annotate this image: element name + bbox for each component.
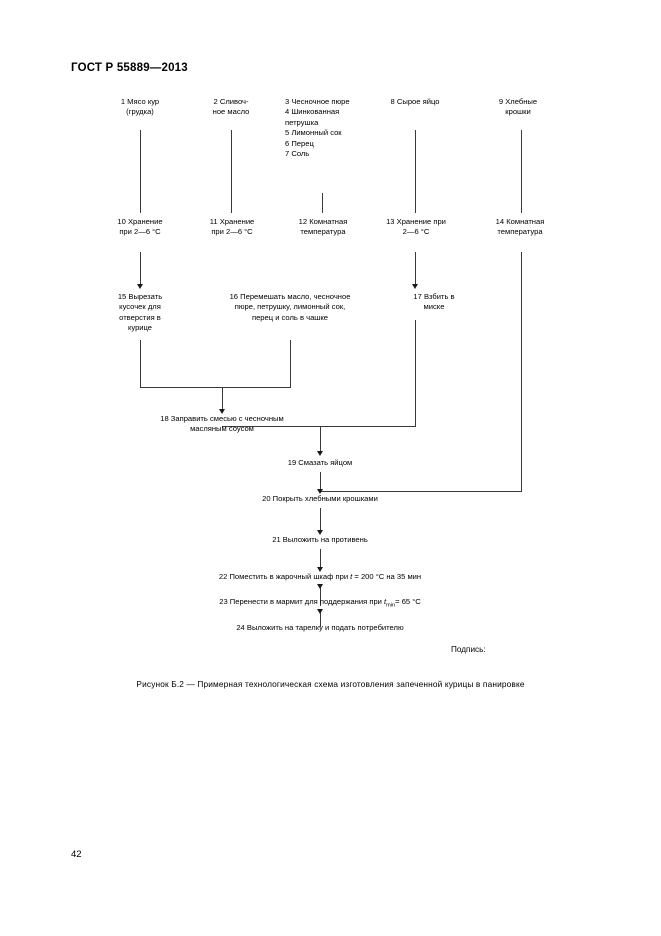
arrowhead-to-24 xyxy=(317,609,323,614)
arrowhead-to-20 xyxy=(317,489,323,494)
flow-node-23-suffix: = 65 °С xyxy=(395,597,421,606)
flow-node-11: 11 Хранение при 2—6 °С xyxy=(209,217,255,237)
flow-node-12: 12 Комнатная температура xyxy=(298,217,348,237)
connector-merge-to-19 xyxy=(320,426,321,453)
connector-16-down xyxy=(290,340,291,387)
connector-23-to-24 xyxy=(320,611,321,627)
arrowhead-to-23 xyxy=(317,584,323,589)
connector-3to7-to-12 xyxy=(322,193,323,213)
flow-node-17: 17 Взбить в миске xyxy=(413,292,455,312)
connector-22-to-23 xyxy=(320,586,321,606)
flow-node-22-variable: t xyxy=(350,572,353,581)
page-number: 42 xyxy=(71,849,82,860)
flow-node-22-suffix: = 200 °С на 35 мин xyxy=(352,572,422,581)
arrowhead-to-19 xyxy=(317,451,323,456)
connector-17-down xyxy=(415,320,416,426)
arrowhead-to-18 xyxy=(219,409,225,414)
connector-20-to-21 xyxy=(320,508,321,532)
flow-node-22: 22 Поместить в жарочный шкаф при t = 200… xyxy=(140,572,500,582)
connector-2-to-11 xyxy=(231,130,232,213)
flow-node-10: 10 Хранение при 2—6 °С xyxy=(117,217,163,237)
connector-15-16-merge xyxy=(140,387,291,388)
flow-node-23-variable: t xyxy=(384,597,387,606)
flow-node-13: 13 Хранение при 2—6 °С xyxy=(386,217,446,237)
connector-19-to-20 xyxy=(320,472,321,492)
flow-node-20: 20 Покрыть хлебными крошками xyxy=(262,494,378,503)
flow-node-21: 21 Выложить на противень xyxy=(272,535,368,544)
flow-node-14: 14 Комнатная температура xyxy=(495,217,545,237)
flow-node-8: 8 Сырое яйцо xyxy=(390,97,440,106)
connector-21-to-22 xyxy=(320,549,321,569)
connector-8-to-13 xyxy=(415,130,416,213)
arrowhead-to-22 xyxy=(317,567,323,572)
connector-15-down xyxy=(140,340,141,387)
connector-merge-to-18 xyxy=(222,387,223,411)
flow-node-23-subscript: min xyxy=(386,602,396,609)
flow-node-3-7: 3 Чесночное пюре 4 Шинкованная петрушка … xyxy=(285,97,350,159)
flow-node-22-prefix: 22 Поместить в жарочный шкаф при xyxy=(218,572,351,581)
flow-node-18: 18 Заправить смесью с чесночным масляным… xyxy=(160,414,284,434)
flow-node-9: 9 Хлебные крошки xyxy=(498,97,538,117)
arrowhead-to-15 xyxy=(137,284,143,289)
arrowhead-to-17 xyxy=(412,284,418,289)
connector-13-to-17 xyxy=(415,252,416,286)
flow-node-15: 15 Вырезать кусочек для отверстия в кури… xyxy=(117,292,163,333)
connector-17-across xyxy=(222,426,416,427)
flow-node-24: 24 Выложить на тарелку и подать потребит… xyxy=(236,623,404,632)
flow-node-23-prefix: 23 Перенести в мармит для поддержания пр… xyxy=(219,597,385,606)
connector-10-to-15 xyxy=(140,252,141,286)
flow-node-23: 23 Перенести в мармит для поддержания пр… xyxy=(130,597,510,611)
connector-9-to-14 xyxy=(521,130,522,213)
flow-node-16: 16 Перемешать масло, чесночное пюре, пет… xyxy=(229,292,351,322)
flow-node-2: 2 Сливоч- ное масло xyxy=(212,97,250,117)
flow-node-1: 1 Мясо кур (грудка) xyxy=(120,97,160,117)
figure-caption: Рисунок Б.2 — Примерная технологическая … xyxy=(136,679,525,689)
standard-title: ГОСТ Р 55889—2013 xyxy=(71,62,188,74)
connector-14-rail-across xyxy=(320,491,522,492)
arrowhead-to-21 xyxy=(317,530,323,535)
flow-node-19: 19 Смазать яйцом xyxy=(287,458,353,467)
connector-1-to-10 xyxy=(140,130,141,213)
connector-14-rail-down xyxy=(521,252,522,491)
signature-label: Подпись: xyxy=(451,645,486,654)
